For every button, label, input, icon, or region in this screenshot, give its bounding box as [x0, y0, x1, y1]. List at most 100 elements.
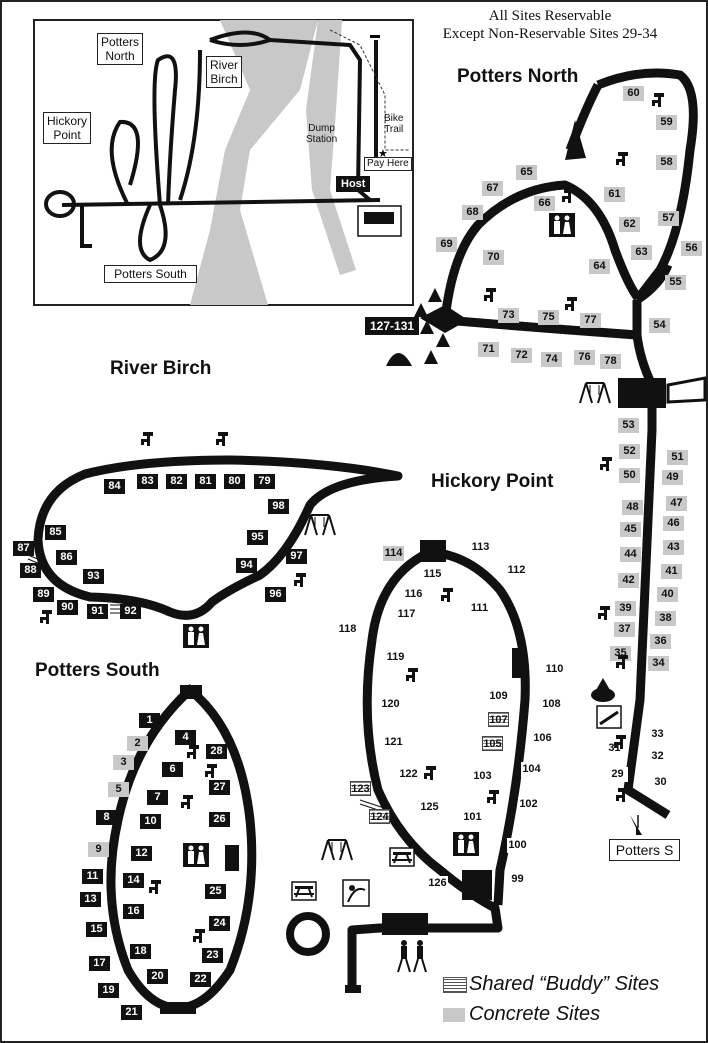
campsite-11[interactable]: 11	[82, 869, 103, 884]
campsite-80[interactable]: 80	[224, 474, 245, 489]
campsite-89[interactable]: 89	[33, 587, 54, 602]
campsite-92[interactable]: 92	[120, 604, 141, 619]
campsite-83[interactable]: 83	[137, 474, 158, 489]
campsite-81[interactable]: 81	[195, 474, 216, 489]
campsite-86[interactable]: 86	[56, 550, 77, 565]
campsite-16[interactable]: 16	[123, 904, 144, 919]
campsite-101[interactable]: 101	[462, 810, 483, 825]
campsite-98[interactable]: 98	[268, 499, 289, 514]
potters-south-exit-sign[interactable]: Potters S	[609, 839, 680, 861]
campsite-84[interactable]: 84	[104, 479, 125, 494]
campsite-125[interactable]: 125	[419, 800, 440, 815]
campsite-67[interactable]: 67	[482, 181, 503, 196]
campsite-93[interactable]: 93	[83, 569, 104, 584]
campsite-23[interactable]: 23	[202, 948, 223, 963]
campsite-94[interactable]: 94	[236, 558, 257, 573]
campsite-75[interactable]: 75	[538, 310, 559, 325]
campsite-113[interactable]: 113	[470, 540, 491, 555]
campsite-112[interactable]: 112	[506, 563, 527, 578]
campsite-31[interactable]: 31	[604, 741, 625, 756]
campsite-65[interactable]: 65	[516, 165, 537, 180]
campsite-124[interactable]: 124	[369, 809, 390, 824]
campsite-10[interactable]: 10	[140, 814, 161, 829]
campsite-61[interactable]: 61	[604, 187, 625, 202]
campsite-69[interactable]: 69	[436, 237, 457, 252]
campsite-3[interactable]: 3	[113, 755, 134, 770]
campsite-40[interactable]: 40	[657, 587, 678, 602]
campsite-5[interactable]: 5	[108, 782, 129, 797]
campsite-22[interactable]: 22	[190, 972, 211, 987]
campsite-34[interactable]: 34	[648, 656, 669, 671]
campsite-111[interactable]: 111	[469, 601, 490, 616]
campsite-53[interactable]: 53	[618, 418, 639, 433]
campsite-57[interactable]: 57	[658, 211, 679, 226]
campsite-9[interactable]: 9	[88, 842, 109, 857]
campsite-14[interactable]: 14	[123, 873, 144, 888]
inset-label-potters-south[interactable]: Potters South	[104, 265, 197, 283]
campsite-48[interactable]: 48	[622, 500, 643, 515]
campsite-21[interactable]: 21	[121, 1005, 142, 1020]
campsite-106[interactable]: 106	[532, 731, 553, 746]
campsite-95[interactable]: 95	[247, 530, 268, 545]
campsite-37[interactable]: 37	[614, 622, 635, 637]
campsite-73[interactable]: 73	[498, 308, 519, 323]
campsite-17[interactable]: 17	[89, 956, 110, 971]
campsite-107[interactable]: 107	[488, 712, 509, 727]
campsite-24[interactable]: 24	[209, 916, 230, 931]
campsite-79[interactable]: 79	[254, 474, 275, 489]
campsite-25[interactable]: 25	[205, 884, 226, 899]
campsite-2[interactable]: 2	[127, 736, 148, 751]
campsite-39[interactable]: 39	[615, 601, 636, 616]
campsite-62[interactable]: 62	[619, 217, 640, 232]
campsite-118[interactable]: 118	[337, 622, 358, 637]
campsite-52[interactable]: 52	[619, 444, 640, 459]
campsite-44[interactable]: 44	[620, 547, 641, 562]
campsite-38[interactable]: 38	[655, 611, 676, 626]
group-sites-label[interactable]: 127-131	[365, 317, 420, 335]
campsite-85[interactable]: 85	[45, 525, 66, 540]
campsite-120[interactable]: 120	[380, 697, 401, 712]
campsite-99[interactable]: 99	[507, 872, 528, 887]
campsite-110[interactable]: 110	[544, 662, 565, 677]
campsite-108[interactable]: 108	[541, 697, 562, 712]
campsite-121[interactable]: 121	[383, 735, 404, 750]
campsite-29[interactable]: 29	[607, 767, 628, 782]
campsite-82[interactable]: 82	[166, 474, 187, 489]
campsite-8[interactable]: 8	[96, 810, 117, 825]
campsite-97[interactable]: 97	[286, 549, 307, 564]
campsite-43[interactable]: 43	[663, 540, 684, 555]
campsite-119[interactable]: 119	[385, 650, 406, 665]
campsite-28[interactable]: 28	[206, 744, 227, 759]
campsite-26[interactable]: 26	[209, 812, 230, 827]
campsite-49[interactable]: 49	[662, 470, 683, 485]
campsite-87[interactable]: 87	[13, 541, 34, 556]
campsite-12[interactable]: 12	[131, 846, 152, 861]
campsite-78[interactable]: 78	[600, 354, 621, 369]
campsite-30[interactable]: 30	[650, 775, 671, 790]
campsite-66[interactable]: 66	[534, 196, 555, 211]
campsite-72[interactable]: 72	[511, 348, 532, 363]
campsite-55[interactable]: 55	[665, 275, 686, 290]
campsite-115[interactable]: 115	[422, 567, 443, 582]
campsite-50[interactable]: 50	[619, 468, 640, 483]
campsite-63[interactable]: 63	[631, 245, 652, 260]
campsite-36[interactable]: 36	[650, 634, 671, 649]
campsite-60[interactable]: 60	[623, 86, 644, 101]
campsite-51[interactable]: 51	[667, 450, 688, 465]
campsite-109[interactable]: 109	[488, 689, 509, 704]
campsite-100[interactable]: 100	[507, 838, 528, 853]
campsite-105[interactable]: 105	[482, 736, 503, 751]
campsite-54[interactable]: 54	[649, 318, 670, 333]
campsite-68[interactable]: 68	[462, 205, 483, 220]
campsite-91[interactable]: 91	[87, 604, 108, 619]
campsite-33[interactable]: 33	[647, 727, 668, 742]
campsite-126[interactable]: 126	[427, 876, 448, 891]
campsite-71[interactable]: 71	[478, 342, 499, 357]
campsite-27[interactable]: 27	[209, 780, 230, 795]
campsite-114[interactable]: 114	[383, 546, 404, 561]
campsite-47[interactable]: 47	[666, 496, 687, 511]
campsite-90[interactable]: 90	[57, 600, 78, 615]
campsite-104[interactable]: 104	[521, 762, 542, 777]
